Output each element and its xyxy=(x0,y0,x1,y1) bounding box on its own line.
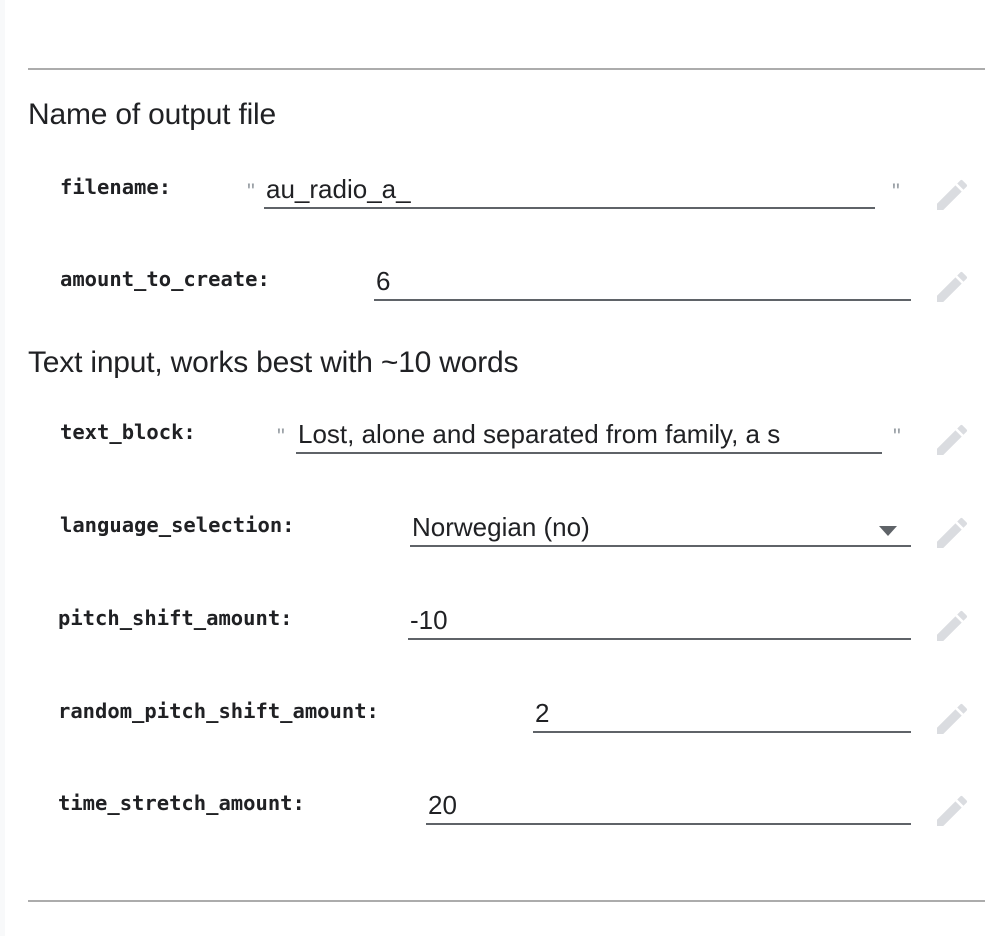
param-label-random-pitch-shift-amount: random_pitch_shift_amount: xyxy=(58,699,379,723)
param-row-time-stretch-amount: time_stretch_amount: 20 xyxy=(0,791,1004,837)
time-stretch-amount-input[interactable]: 20 xyxy=(426,791,911,825)
param-label-text-block: text_block: xyxy=(60,420,196,444)
amount-to-create-input[interactable]: 6 xyxy=(374,267,911,301)
text-block-input-value: Lost, alone and separated from family, a… xyxy=(298,420,781,449)
close-quote-text-block: " xyxy=(893,424,901,449)
chevron-down-icon-language-selection[interactable] xyxy=(879,526,897,536)
param-row-filename: filename: " au_radio_a_ " xyxy=(0,175,1004,221)
open-quote-text-block: " xyxy=(277,424,285,449)
param-row-random-pitch-shift-amount: random_pitch_shift_amount: 2 xyxy=(0,699,1004,745)
pitch-shift-amount-input[interactable]: -10 xyxy=(408,606,911,640)
form-bottom-divider xyxy=(28,900,985,902)
pencil-edit-icon-pitch-shift-amount[interactable] xyxy=(932,606,972,646)
pencil-edit-icon-time-stretch-amount[interactable] xyxy=(932,791,972,831)
pencil-edit-icon-language-selection[interactable] xyxy=(932,513,972,553)
pencil-edit-icon-filename[interactable] xyxy=(932,175,972,215)
random-pitch-shift-amount-value: 2 xyxy=(535,699,550,728)
random-pitch-shift-amount-input[interactable]: 2 xyxy=(533,699,911,733)
section-heading-text-input: Text input, works best with ~10 words xyxy=(28,346,519,379)
left-gutter xyxy=(0,0,5,936)
language-selection-dropdown[interactable]: Norwegian (no) xyxy=(410,513,911,547)
time-stretch-amount-value: 20 xyxy=(428,791,457,820)
text-block-input[interactable]: Lost, alone and separated from family, a… xyxy=(296,420,882,454)
param-row-amount-to-create: amount_to_create: 6 xyxy=(0,267,1004,313)
pencil-edit-icon-text-block[interactable] xyxy=(932,420,972,460)
param-row-pitch-shift-amount: pitch_shift_amount: -10 xyxy=(0,606,1004,652)
param-row-text-block: text_block: " Lost, alone and separated … xyxy=(0,420,1004,466)
param-label-language-selection: language_selection: xyxy=(60,513,295,537)
param-row-language-selection: language_selection: Norwegian (no) xyxy=(0,513,1004,559)
param-label-amount-to-create: amount_to_create: xyxy=(60,267,270,291)
open-quote-filename: " xyxy=(247,179,255,204)
section-heading-output-file: Name of output file xyxy=(28,98,277,131)
param-label-pitch-shift-amount: pitch_shift_amount: xyxy=(58,606,293,630)
param-label-time-stretch-amount: time_stretch_amount: xyxy=(58,791,305,815)
pencil-edit-icon-random-pitch-shift-amount[interactable] xyxy=(932,699,972,739)
filename-input-value: au_radio_a_ xyxy=(266,175,411,204)
close-quote-filename: " xyxy=(892,179,900,204)
param-label-filename: filename: xyxy=(60,175,172,199)
form-top-divider xyxy=(28,68,985,70)
language-selection-value: Norwegian (no) xyxy=(412,513,590,542)
pencil-edit-icon-amount-to-create[interactable] xyxy=(932,267,972,307)
pitch-shift-amount-value: -10 xyxy=(410,606,448,635)
amount-to-create-input-value: 6 xyxy=(376,267,391,296)
filename-input[interactable]: au_radio_a_ xyxy=(264,175,875,209)
